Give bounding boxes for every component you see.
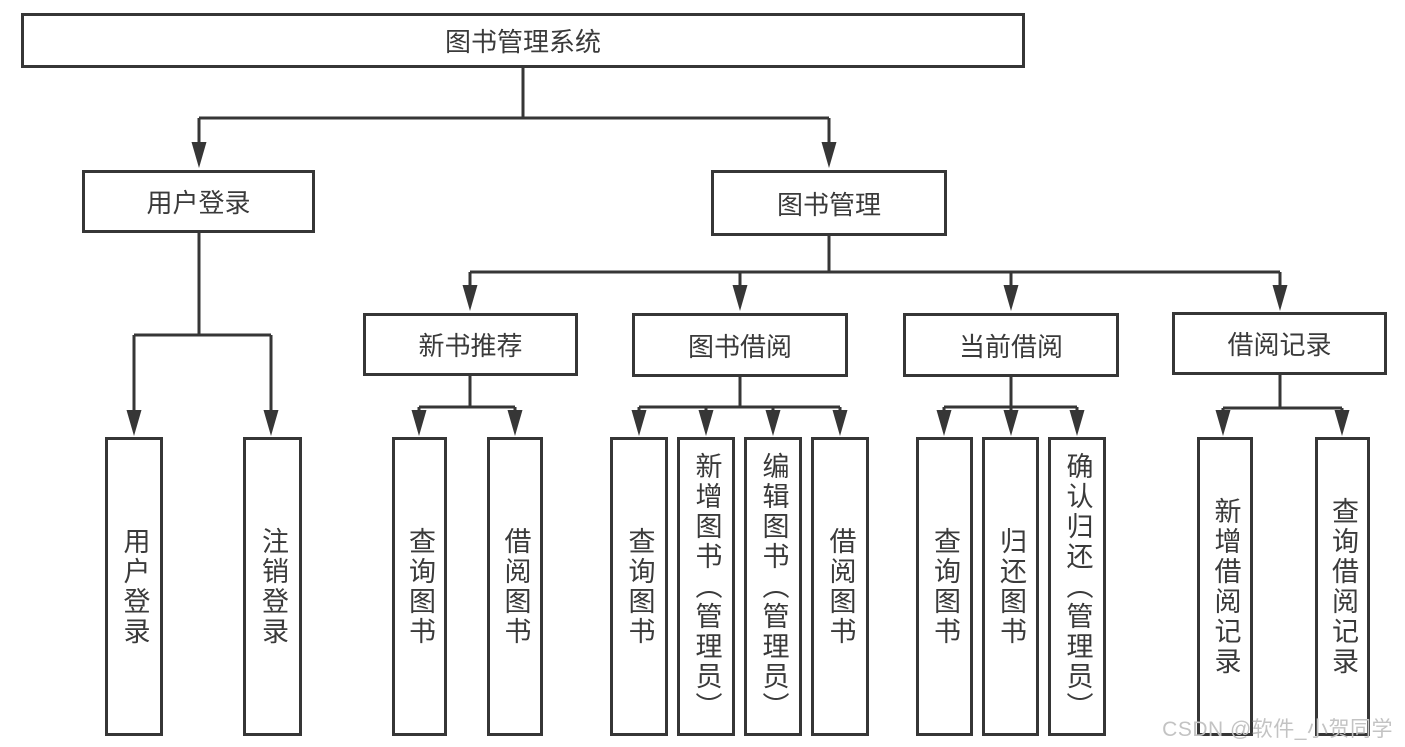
node-cb-confirm-return-admin: 确认归还（管理员） xyxy=(1048,437,1106,736)
node-br-query-record: 查询借阅记录 xyxy=(1315,437,1370,736)
node-label: 当前借阅 xyxy=(958,331,1063,362)
node-cb-return-books: 归还图书 xyxy=(982,437,1039,736)
node-user-login: 用户登录 xyxy=(82,170,315,233)
node-label: 借阅图书 xyxy=(825,526,856,647)
node-label: 编辑图书（管理员） xyxy=(758,451,789,722)
node-current-borrowing: 当前借阅 xyxy=(903,313,1119,377)
node-label: 用户登录 xyxy=(146,188,251,218)
node-label: 确认归还（管理员） xyxy=(1062,451,1093,722)
node-label: 借阅图书 xyxy=(500,526,531,647)
node-borrowing-records: 借阅记录 xyxy=(1172,312,1387,375)
node-cb-query-books: 查询图书 xyxy=(916,437,973,736)
node-label: 注销登录 xyxy=(258,526,288,647)
node-label: 新增借阅记录 xyxy=(1210,496,1241,677)
node-book-management: 图书管理 xyxy=(711,170,947,236)
node-br-add-record: 新增借阅记录 xyxy=(1197,437,1253,736)
node-book-borrowing: 图书借阅 xyxy=(632,313,848,377)
node-label: 查询图书 xyxy=(930,526,960,647)
node-label: 查询图书 xyxy=(405,526,435,647)
node-nb-borrow-books: 借阅图书 xyxy=(487,437,543,736)
node-bb-borrow-books: 借阅图书 xyxy=(811,437,869,736)
node-library-management-system: 图书管理系统 xyxy=(21,13,1025,68)
arrowheads xyxy=(126,142,1350,436)
node-label: 归还图书 xyxy=(996,526,1026,647)
node-label: 用户登录 xyxy=(119,526,150,647)
node-label: 新增图书（管理员） xyxy=(691,451,722,722)
node-label: 查询借阅记录 xyxy=(1328,496,1358,677)
node-nb-query-books: 查询图书 xyxy=(392,437,447,736)
node-label: 查询图书 xyxy=(624,526,655,647)
node-label: 图书管理系统 xyxy=(444,27,601,57)
node-logout: 注销登录 xyxy=(243,437,302,736)
node-bb-query-books: 查询图书 xyxy=(610,437,668,736)
node-label: 借阅记录 xyxy=(1227,330,1332,360)
node-bb-add-books-admin: 新增图书（管理员） xyxy=(677,437,735,736)
node-new-book-recommendation: 新书推荐 xyxy=(363,313,578,376)
node-label: 图书管理 xyxy=(776,189,881,220)
node-login: 用户登录 xyxy=(105,437,163,736)
node-bb-edit-books-admin: 编辑图书（管理员） xyxy=(744,437,802,736)
node-label: 图书借阅 xyxy=(687,331,792,362)
node-label: 新书推荐 xyxy=(418,331,523,361)
csdn-watermark: CSDN @软件_小贺同学 xyxy=(1162,718,1393,741)
